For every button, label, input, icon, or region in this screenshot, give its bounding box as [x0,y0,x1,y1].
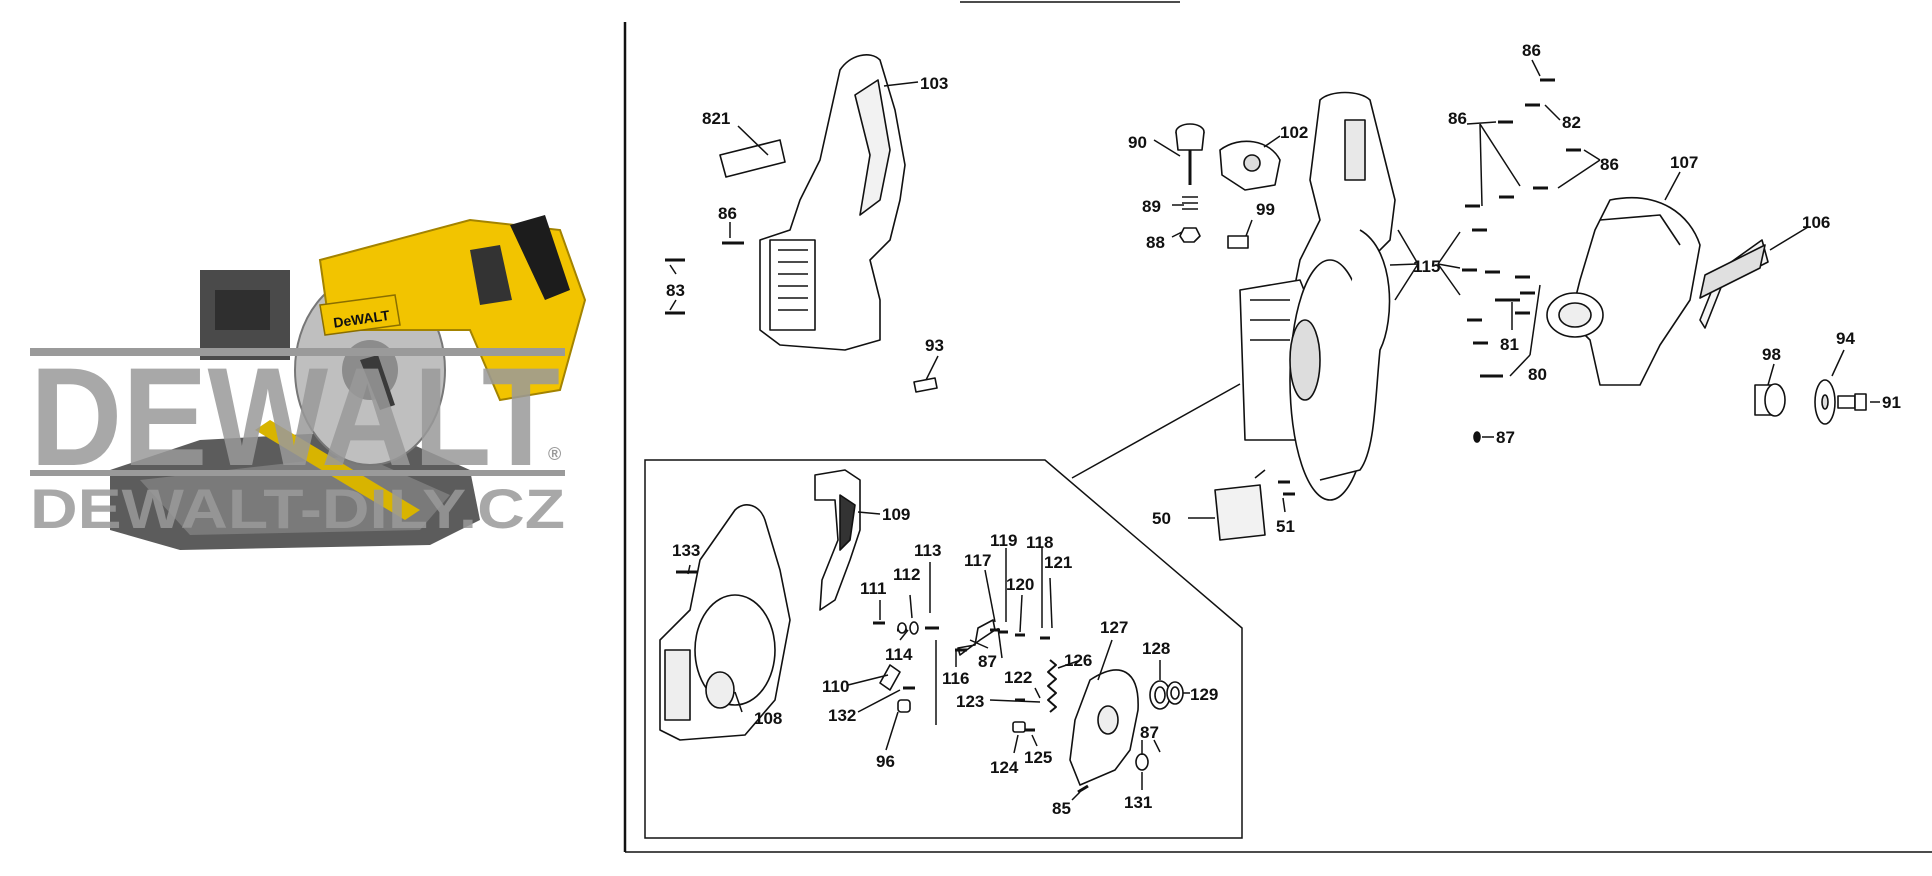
callout-86: 86 [1600,155,1619,174]
callout-94: 94 [1836,329,1855,348]
watermark: DEWALT ® DEWALT-DILY.CZ [30,338,565,540]
watermark-site: DEWALT-DILY.CZ [30,477,565,540]
callout-117: 117 [964,551,991,570]
callout-99: 99 [1256,200,1275,219]
callout-113: 113 [914,541,941,560]
callout-131: 131 [1124,793,1152,812]
callout-110: 110 [822,677,849,696]
watermark-brand: DEWALT [30,338,560,495]
diagram-frame [623,1,1932,853]
callout-96: 96 [876,752,895,771]
callout-98: 98 [1762,345,1781,364]
callout-80: 80 [1528,365,1547,384]
callout-87: 87 [1496,428,1515,447]
callout-107: 107 [1670,153,1698,172]
callout-86: 86 [1522,41,1541,60]
callout-86: 86 [718,204,737,223]
callout-109: 109 [882,505,910,524]
callout-87: 87 [978,652,997,671]
callout-120: 120 [1006,575,1034,594]
detail-inset-frame [644,383,1243,839]
callout-83: 83 [666,281,685,300]
callout-821: 821 [702,109,730,128]
callout-112: 112 [893,565,920,584]
callout-128: 128 [1142,639,1170,658]
callout-88: 88 [1146,233,1165,252]
callout-129: 129 [1190,685,1218,704]
callout-125: 125 [1024,748,1052,767]
callout-108: 108 [754,709,782,728]
callout-50: 50 [1152,509,1171,528]
callout-115: 115 [1413,257,1440,276]
callout-82: 82 [1562,113,1581,132]
part-shapes [659,54,1867,794]
callout-81: 81 [1500,335,1519,354]
callout-102: 102 [1280,123,1308,142]
watermark-registered: ® [548,444,561,464]
callout-labels: 103 821 86 83 93 90 102 89 88 99 86 82 8… [666,41,1901,818]
callout-127: 127 [1100,618,1128,637]
callout-87: 87 [1140,723,1159,742]
callout-126: 126 [1064,651,1092,670]
callout-111: 111 [860,579,887,598]
leader-lines [669,59,1880,801]
callout-116: 116 [942,669,969,688]
callout-121: 121 [1044,553,1072,572]
callout-122: 122 [1004,668,1032,687]
callout-133: 133 [672,541,700,560]
callout-86: 86 [1448,109,1467,128]
callout-90: 90 [1128,133,1147,152]
callout-93: 93 [925,336,944,355]
callout-118: 118 [1026,533,1053,552]
callout-106: 106 [1802,213,1830,232]
callout-124: 124 [990,758,1019,777]
callout-119: 119 [990,531,1017,550]
callout-85: 85 [1052,799,1071,818]
callout-114: 114 [885,645,913,664]
callout-91: 91 [1882,393,1901,412]
callout-132: 132 [828,706,856,725]
callout-51: 51 [1276,517,1295,536]
callout-123: 123 [956,692,984,711]
product-badge: DeWALT [332,307,391,331]
callout-103: 103 [920,74,948,93]
callout-89: 89 [1142,197,1161,216]
